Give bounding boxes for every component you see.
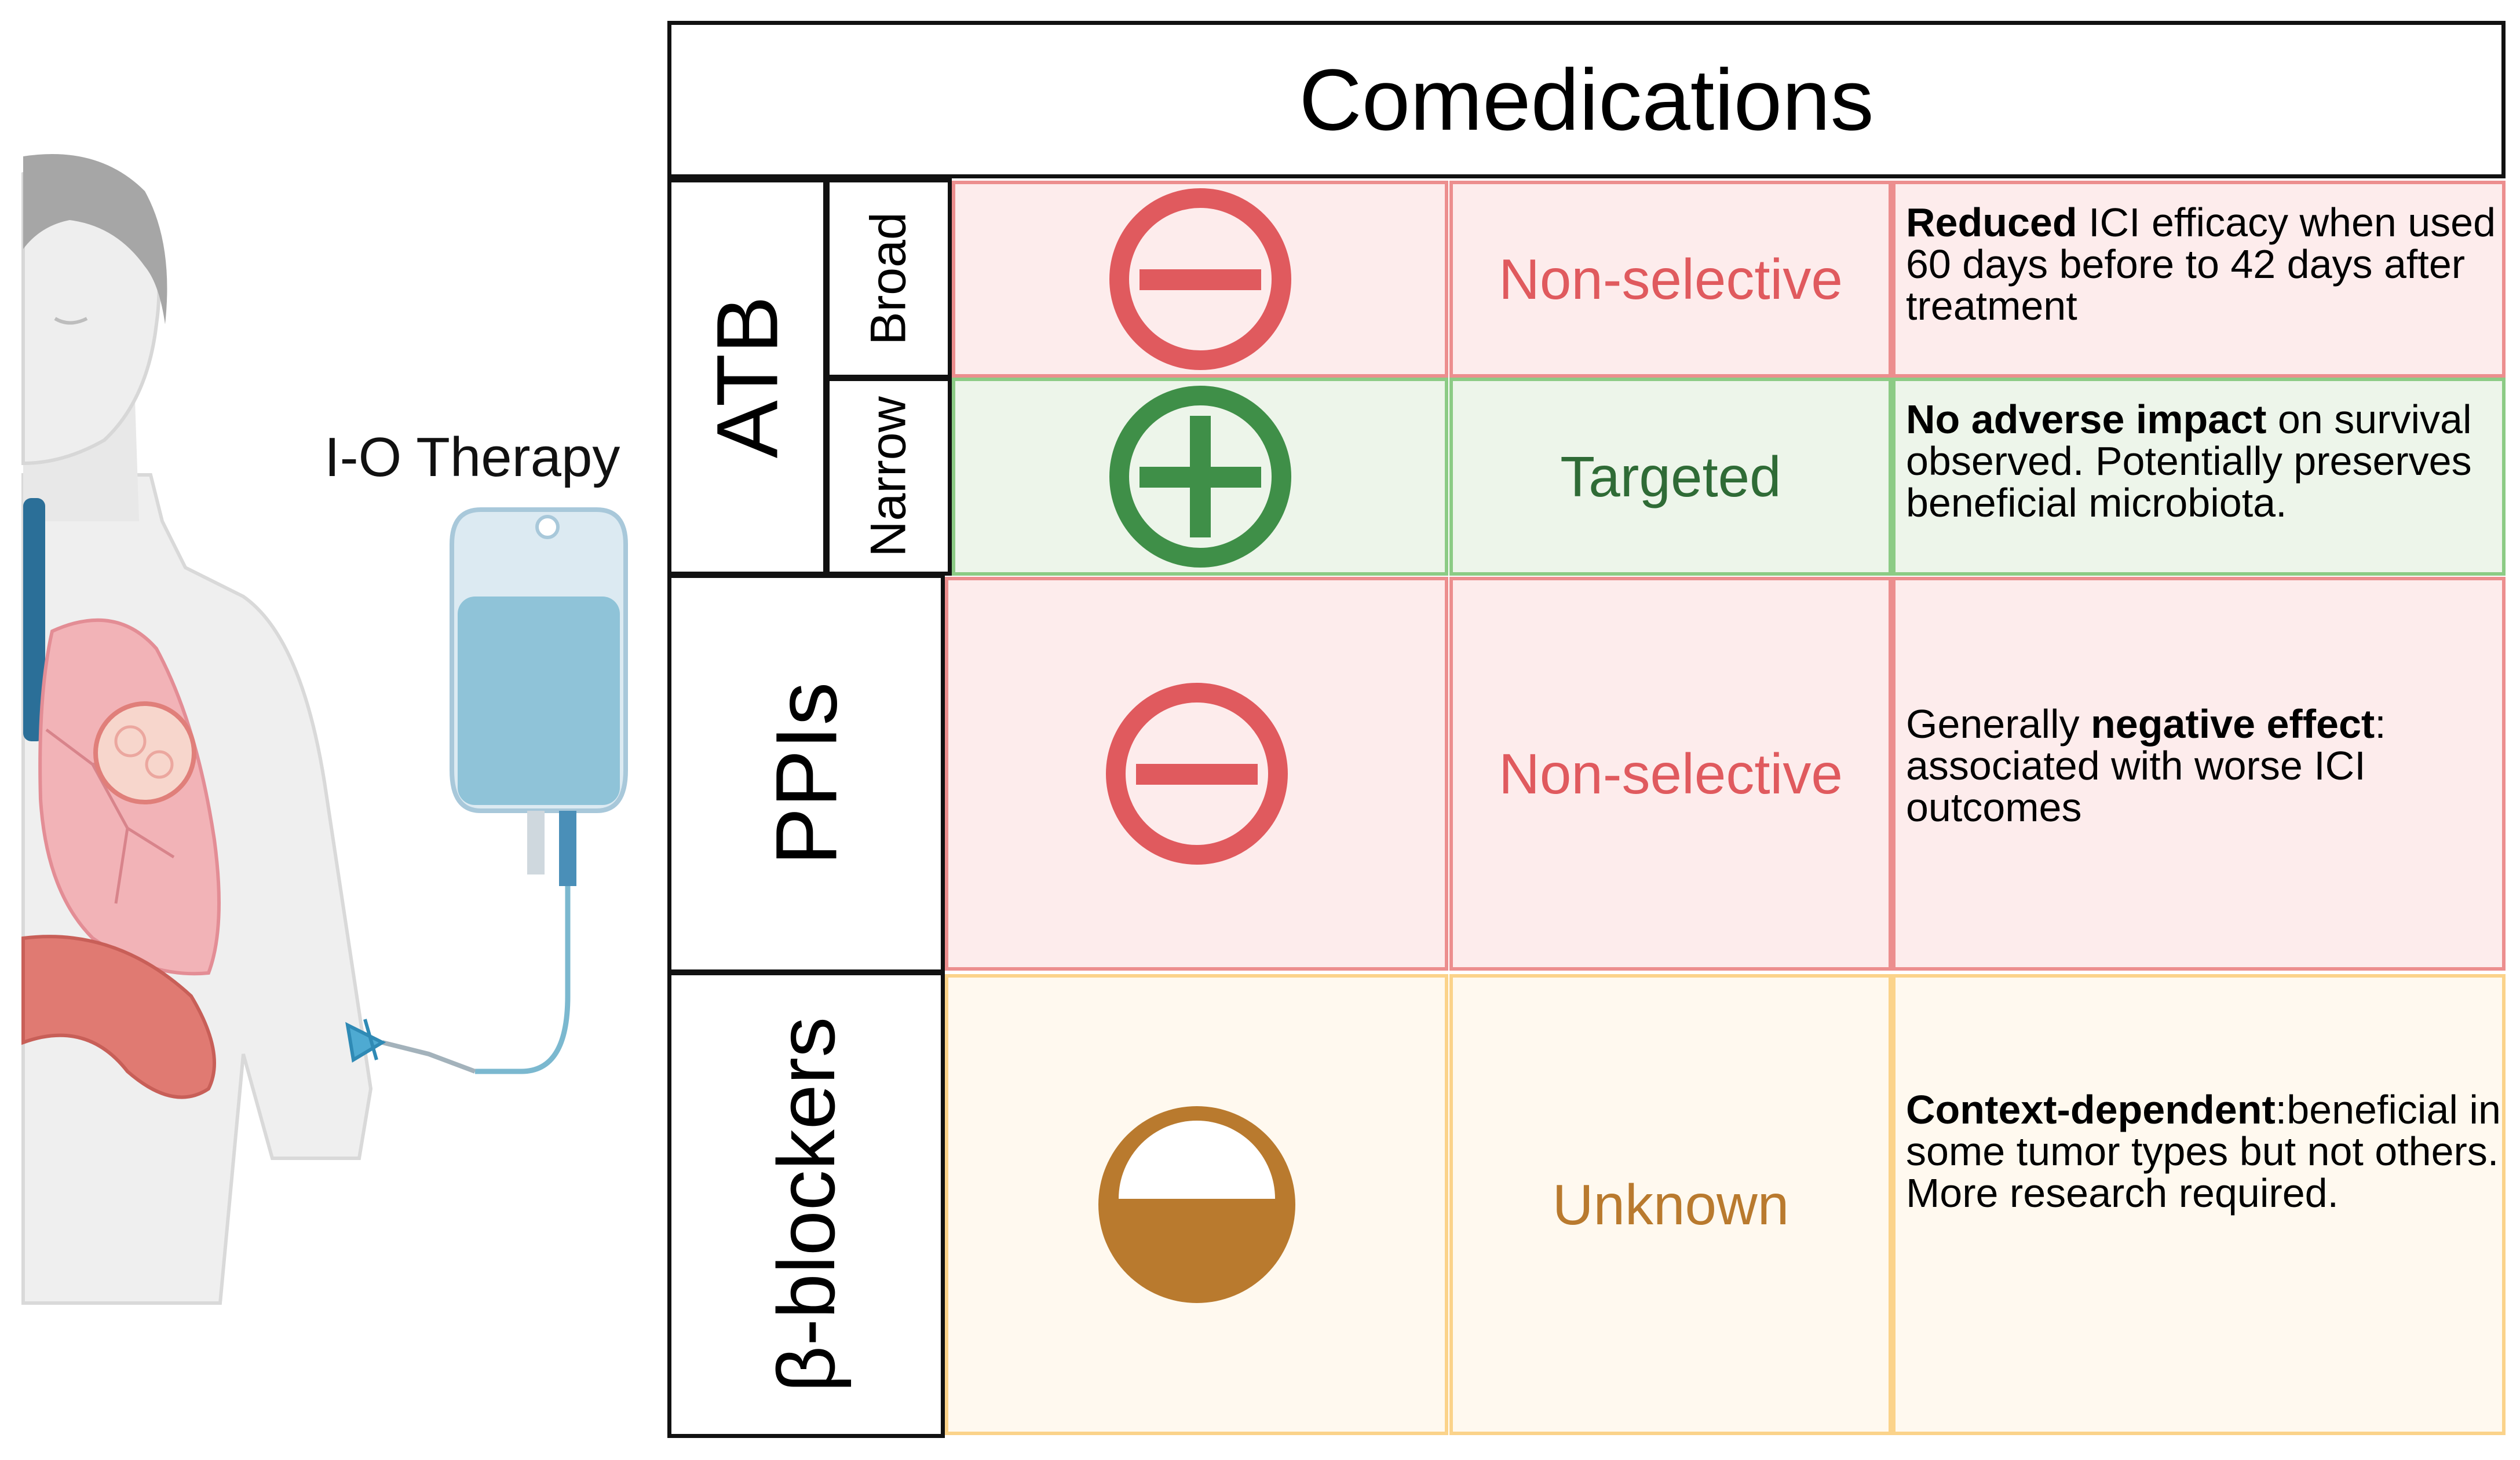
- iv-catheter-icon: [382, 1040, 476, 1074]
- iv-tubing: [475, 886, 571, 1074]
- sublabel-broad-cell: Broad: [826, 178, 952, 379]
- iv-port: [559, 811, 576, 886]
- beta-desc-bold: Context-dependent: [1906, 1087, 2276, 1132]
- tumor-detail: [114, 725, 147, 758]
- table-title: Comedications: [1299, 50, 1874, 148]
- closed-eye-icon: [54, 317, 88, 325]
- narrow-label: Narrow: [860, 396, 916, 557]
- minus-circle-icon: [1109, 188, 1291, 370]
- narrow-description-cell: No adverse impact on survival observed. …: [1892, 378, 2506, 576]
- beta-description-cell: Context-dependent:beneficial in some tum…: [1892, 974, 2506, 1435]
- narrow-selectivity-cell: Targeted: [1449, 378, 1892, 576]
- diaphragm-shape: [21, 935, 216, 1099]
- narrow-desc-text: on survival observed. Potentially preser…: [1906, 397, 2472, 525]
- beta-icon-cell: [945, 974, 1448, 1435]
- ppis-desc-bold: negative effect: [2091, 701, 2375, 747]
- iv-hanger-hole: [535, 515, 560, 539]
- broad-description-cell: Reduced ICI efficacy when used 60 days b…: [1892, 181, 2506, 378]
- butterfly-needle-icon: [345, 1019, 386, 1063]
- broad-selectivity: Non-selective: [1499, 247, 1843, 311]
- io-therapy-label: I-O Therapy: [324, 426, 620, 488]
- beta-selectivity-cell: Unknown: [1449, 974, 1892, 1435]
- patient-iv-illustration: [21, 154, 628, 1305]
- row-label-beta-blockers: β-blockers: [667, 971, 945, 1438]
- beta-blockers-label: β-blockers: [760, 1016, 852, 1393]
- ppis-desc-pre: Generally: [1906, 701, 2091, 747]
- narrow-selectivity: Targeted: [1560, 444, 1781, 508]
- row-label-ppis: PPIs: [667, 574, 945, 974]
- hair-shape: [23, 154, 167, 324]
- iv-fluid: [458, 597, 620, 805]
- narrow-desc-bold: No adverse impact: [1906, 397, 2267, 442]
- beta-desc-text: :beneficial in some tumor types but not …: [1906, 1087, 2501, 1216]
- broad-selectivity-cell: Non-selective: [1449, 181, 1892, 378]
- ppis-icon-cell: [945, 577, 1448, 971]
- ppis-desc-text: : associated with worse ICI outcomes: [1906, 701, 2386, 830]
- broad-icon-cell: [952, 181, 1448, 378]
- iv-port: [527, 811, 545, 874]
- sublabel-narrow-cell: Narrow: [826, 377, 952, 576]
- ppis-description-cell: Generally negative effect: associated wi…: [1892, 577, 2506, 971]
- ppis-selectivity-cell: Non-selective: [1449, 577, 1892, 971]
- trachea-shape: [23, 498, 45, 741]
- minus-circle-icon: [1105, 683, 1288, 865]
- plus-circle-icon: [1109, 386, 1291, 568]
- ppis-selectivity: Non-selective: [1499, 741, 1843, 806]
- broad-desc-bold: Reduced: [1906, 200, 2077, 245]
- narrow-icon-cell: [952, 378, 1448, 576]
- tumor-detail: [145, 750, 174, 779]
- table-title-header: Comedications: [667, 21, 2506, 178]
- broad-label: Broad: [860, 212, 916, 345]
- tumor-icon: [93, 701, 196, 804]
- half-filled-circle-icon: [1098, 1106, 1295, 1303]
- atb-label: ATB: [698, 295, 796, 459]
- ppis-label: PPIs: [757, 682, 854, 866]
- row-label-atb: ATB: [667, 178, 827, 576]
- beta-selectivity: Unknown: [1552, 1172, 1789, 1236]
- broad-desc-text: ICI efficacy when used 60 days before to…: [1906, 200, 2496, 328]
